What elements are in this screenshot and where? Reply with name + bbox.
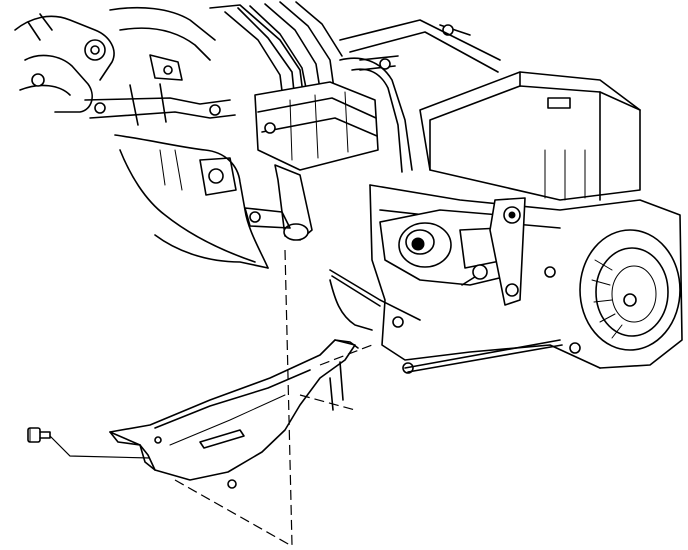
splash-shield-icon (109, 339, 359, 489)
intake-manifold-icon (209, 1, 471, 173)
transaxle-case-icon (329, 19, 683, 374)
transaxle-mount-icon (244, 164, 526, 306)
leader-lines (49, 249, 373, 546)
fastener-bolt-icon (27, 427, 51, 443)
engine-assembly-icon (14, 6, 269, 269)
